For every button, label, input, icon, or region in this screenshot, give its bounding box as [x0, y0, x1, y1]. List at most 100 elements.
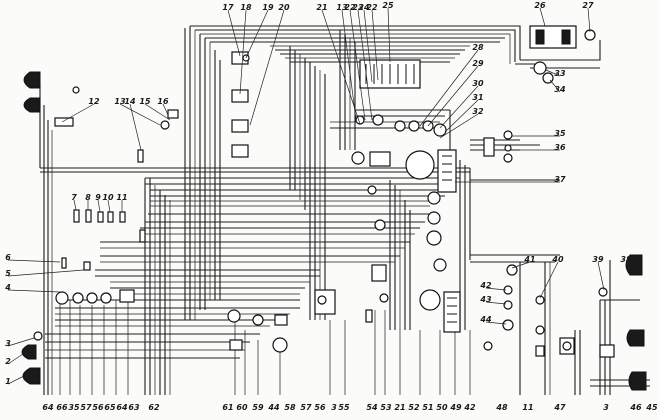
components — [21, 25, 647, 391]
callout-label-ru-1: 29 — [472, 59, 484, 68]
callout-label-bottom-2: 35 — [68, 403, 80, 412]
callout-label-ul-6: 8 — [85, 193, 91, 202]
callout-label-bottom-14: 57 — [300, 403, 312, 412]
callout-label-bottom-19: 53 — [380, 403, 392, 412]
leader-line — [549, 79, 561, 93]
callout-label-ru-3: 31 — [472, 93, 483, 102]
callout-label-bottom-21: 52 — [408, 403, 420, 412]
leader-line — [97, 199, 101, 213]
leader-line — [545, 69, 561, 77]
leader-line — [539, 261, 559, 299]
callout-label-ru-7: 37 — [554, 175, 566, 184]
callout-label-bottom-26: 48 — [495, 403, 508, 412]
rear-lamp-45 — [628, 371, 647, 391]
callout-label-rl-5: 43 — [479, 295, 492, 304]
leader-line — [511, 261, 531, 269]
leader-line — [129, 103, 142, 151]
callout-label-bottom-13: 58 — [284, 403, 296, 412]
side-lamp-lower — [23, 97, 41, 113]
callout-label-top-1: 18 — [240, 3, 252, 12]
callout-label-bottom-29: 3 — [603, 403, 609, 412]
callout-label-bottom-22: 51 — [422, 403, 433, 412]
leader-line — [387, 7, 391, 63]
motor-33 — [533, 61, 547, 75]
callout-label-bottom-28: 47 — [553, 403, 566, 412]
connector-12 — [54, 117, 74, 127]
callout-label-top-4: 21 — [316, 3, 327, 12]
callout-label-left-4: 2 — [5, 357, 11, 366]
callout-label-bottom-17: 55 — [338, 403, 350, 412]
leader-line — [7, 259, 61, 263]
leader-line — [107, 199, 111, 213]
callout-label-ul-2: 14 — [124, 97, 136, 106]
leader-line — [239, 9, 247, 95]
headlamp-2 — [21, 344, 37, 360]
leader-line — [419, 49, 479, 127]
callout-label-ru-4: 32 — [472, 107, 484, 116]
leader-line — [444, 99, 479, 133]
leader-line — [341, 9, 357, 121]
callout-label-top-5: 13 — [336, 3, 348, 12]
rear-lamp-38 — [625, 254, 643, 276]
callout-label-bottom-4: 56 — [92, 403, 104, 412]
leader-line — [439, 113, 479, 139]
leader-line — [7, 337, 35, 347]
callout-label-ul-5: 7 — [71, 193, 77, 202]
leader-line — [7, 289, 61, 293]
callout-label-ul-3: 15 — [139, 97, 151, 106]
callout-label-bottom-11: 59 — [252, 403, 264, 412]
callout-label-left-3: 3 — [5, 339, 11, 348]
callout-label-top-12: 27 — [582, 1, 594, 10]
callout-label-rl-3: 40 — [551, 255, 564, 264]
leader-line — [119, 103, 161, 126]
leader-line — [227, 9, 241, 57]
callout-label-left-1: 5 — [5, 269, 11, 278]
callout-label-top-8: 24 — [358, 3, 370, 12]
callout-label-ru-5: 35 — [554, 129, 566, 138]
callout-label-left-5: 1 — [5, 377, 11, 386]
headlamp-1 — [22, 367, 41, 385]
callout-label-top-10: 25 — [382, 1, 394, 10]
callout-label-rl-1: 34 — [554, 85, 566, 94]
callout-label-top-2: 19 — [262, 3, 274, 12]
callout-label-ru-2: 30 — [472, 79, 484, 88]
leader-line — [249, 9, 285, 126]
callout-label-bottom-0: 64 — [42, 403, 54, 412]
speedometer — [405, 150, 435, 180]
callout-label-ul-7: 9 — [95, 193, 101, 202]
wire-harness — [39, 25, 650, 395]
callout-label-bottom-7: 63 — [128, 403, 140, 412]
callout-label-bottom-1: 66 — [56, 403, 68, 412]
callout-label-top-11: 26 — [534, 1, 546, 10]
callout-label-bottom-18: 54 — [366, 403, 378, 412]
callout-label-bottom-25: 42 — [463, 403, 476, 412]
callout-label-top-6: 22 — [344, 3, 356, 12]
leader-line — [363, 9, 373, 83]
callout-label-top-3: 20 — [278, 3, 290, 12]
callout-label-left-0: 6 — [5, 253, 11, 262]
leader-line — [439, 85, 479, 129]
callout-label-ul-1: 13 — [114, 97, 126, 106]
callout-label-bottom-12: 44 — [267, 403, 280, 412]
leader-line — [7, 375, 25, 385]
callout-label-bottom-30: 46 — [629, 403, 642, 412]
callout-label-bottom-8: 62 — [148, 403, 160, 412]
callout-label-bottom-31: 45 — [645, 403, 658, 412]
leader-line — [7, 351, 27, 365]
callout-label-ru-0: 28 — [472, 43, 484, 52]
leader-line — [485, 321, 507, 325]
callout-label-bottom-16: 3 — [331, 403, 337, 412]
leader-line — [162, 103, 169, 116]
callout-label-rl-2: 41 — [523, 255, 535, 264]
leader-line — [371, 9, 379, 81]
callout-label-ul-0: 12 — [88, 97, 100, 106]
callout-label-rl-4: 42 — [479, 281, 492, 290]
leader-line — [357, 9, 373, 121]
leader-line — [321, 9, 361, 125]
callout-label-rl-0: 33 — [554, 69, 566, 78]
leader-line — [349, 9, 366, 121]
callout-label-ul-8: 10 — [102, 193, 114, 202]
callout-label-bottom-9: 61 — [222, 403, 233, 412]
